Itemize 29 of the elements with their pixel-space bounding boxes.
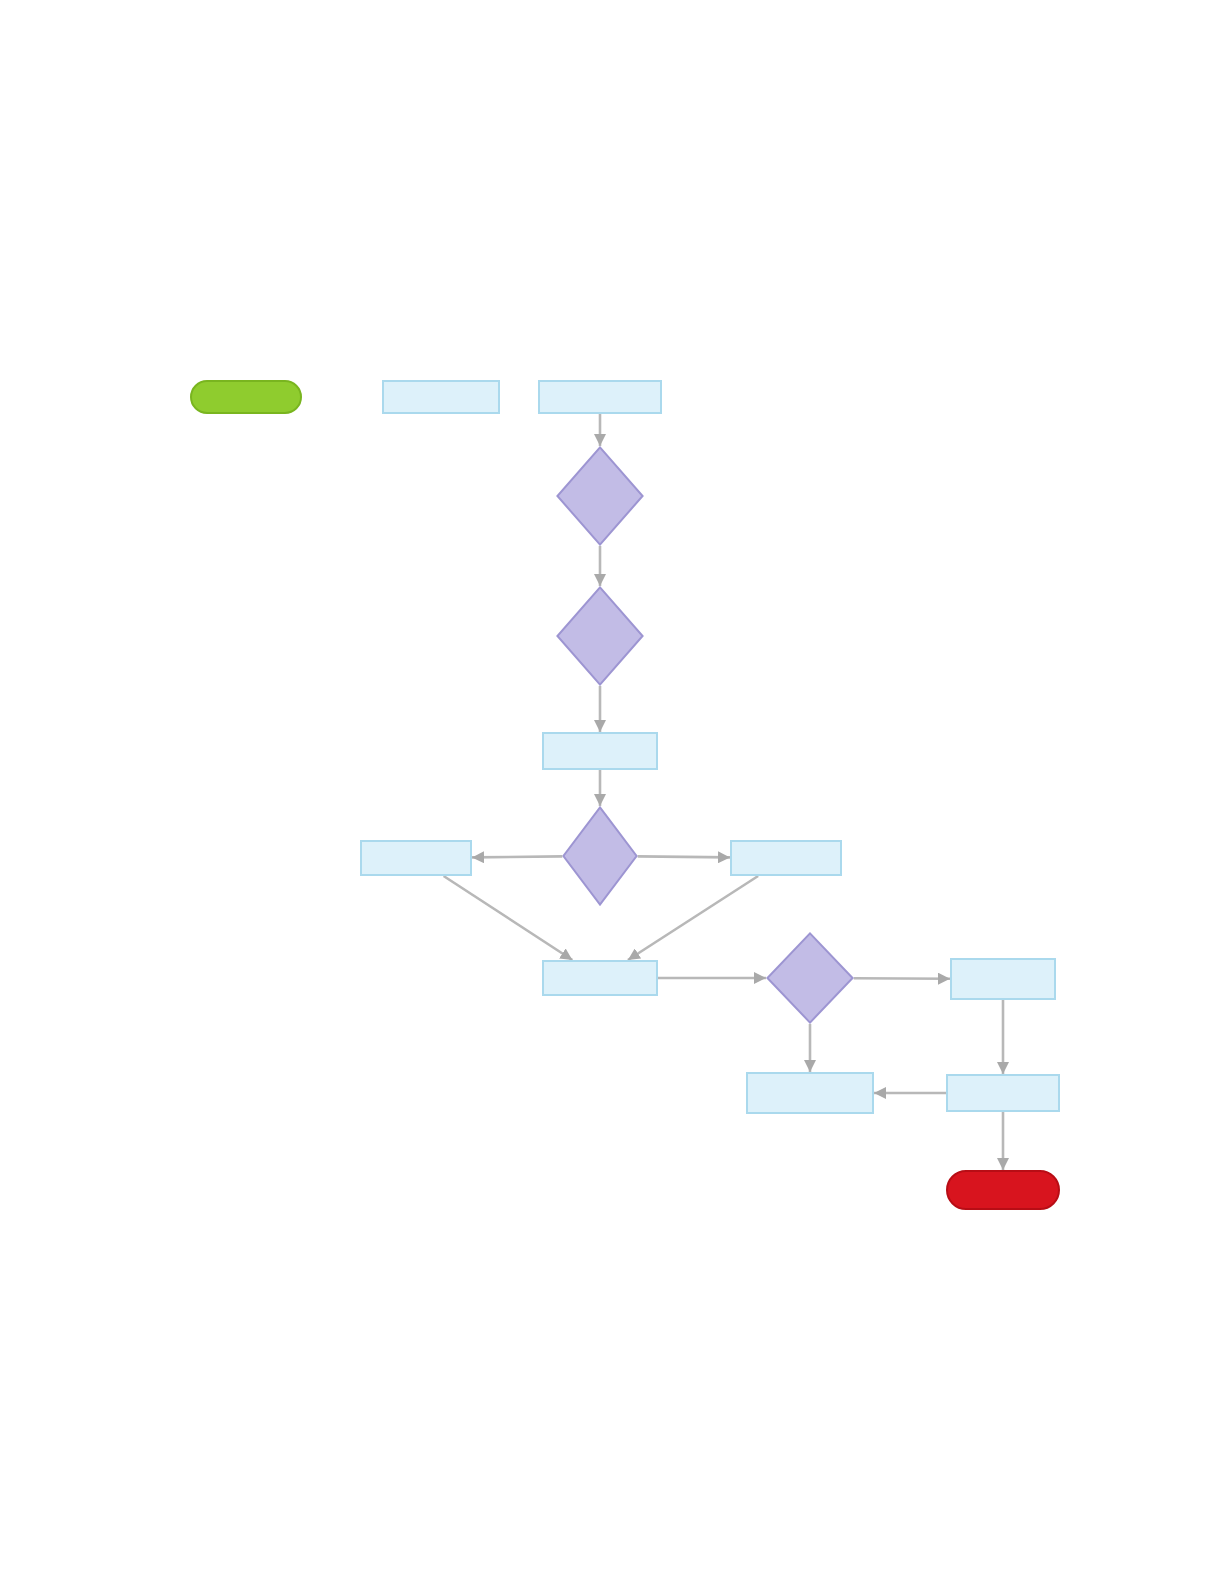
decision-diamond [556,586,644,686]
process-box [538,380,662,414]
arrow [658,972,766,984]
arrow [804,1024,816,1072]
arrow [472,851,563,864]
arrow [627,874,759,962]
terminal-pill [190,380,302,414]
arrow [997,1000,1009,1074]
process-box [746,1072,874,1114]
arrow [637,851,730,864]
arrow [594,686,606,732]
arrow [997,1112,1009,1170]
arrow [853,972,950,985]
process-box [382,380,500,414]
arrow [442,874,574,962]
terminal-pill [946,1170,1060,1210]
arrow [594,770,606,806]
process-box [946,1074,1060,1112]
process-box [950,958,1056,1000]
arrow [594,546,606,586]
process-box [730,840,842,876]
process-box [542,732,658,770]
decision-diamond [562,806,638,906]
process-box [542,960,658,996]
process-box [360,840,472,876]
decision-diamond [766,932,854,1024]
arrow [594,414,606,446]
arrow [874,1087,946,1099]
decision-diamond [556,446,644,546]
